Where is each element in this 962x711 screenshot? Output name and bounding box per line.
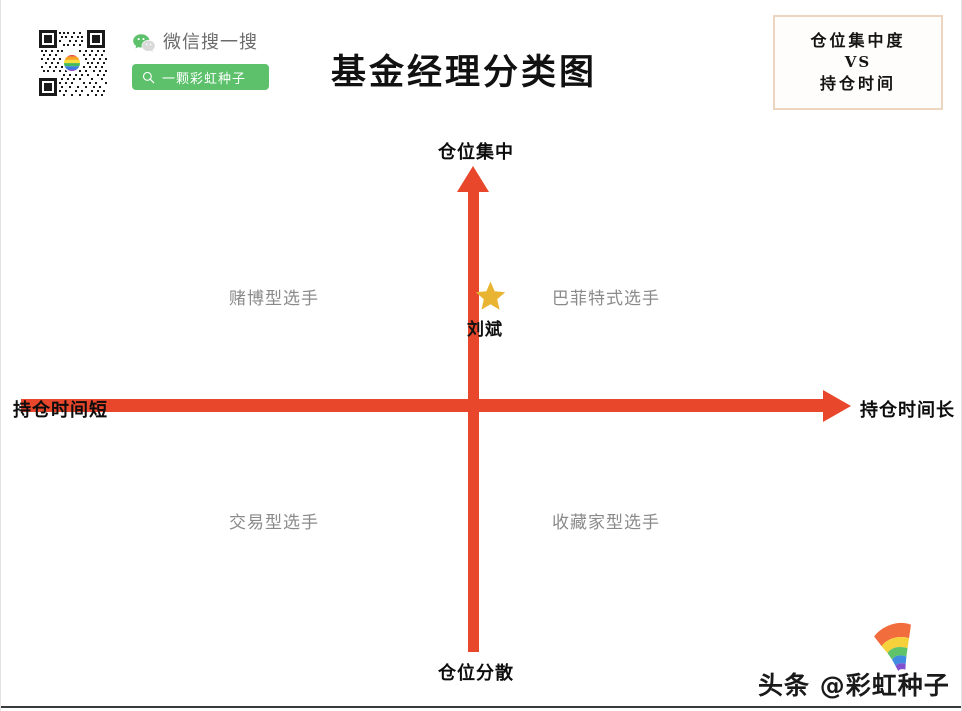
wechat-search-button-label: 一颗彩虹种子 bbox=[162, 71, 247, 87]
y-axis-line bbox=[468, 188, 479, 652]
wechat-search-label: 微信搜一搜 bbox=[163, 32, 258, 53]
wechat-qr-code bbox=[35, 26, 109, 100]
rainbow-sprout-icon bbox=[874, 622, 911, 672]
page-title: 基金经理分类图 bbox=[331, 52, 598, 93]
search-icon bbox=[142, 71, 155, 83]
quadrant-label-bottom-left: 交易型选手 bbox=[229, 513, 319, 533]
x-axis-arrow-icon bbox=[823, 390, 851, 422]
wechat-search-button[interactable]: 一颗彩虹种子 bbox=[132, 64, 269, 90]
x-axis-right-label: 持仓时间长 bbox=[860, 400, 955, 421]
y-axis-top-label: 仓位集中 bbox=[438, 142, 514, 163]
quadrant-label-top-right: 巴菲特式选手 bbox=[552, 289, 660, 309]
data-point-label: 刘斌 bbox=[467, 320, 503, 340]
comparison-callout-box: 仓位集中度 VS 持仓时间 bbox=[773, 15, 943, 110]
bottom-divider bbox=[1, 706, 961, 708]
watermark: 头条 @彩虹种子 bbox=[758, 620, 958, 700]
wechat-icon bbox=[133, 34, 155, 52]
y-axis-bottom-label: 仓位分散 bbox=[438, 663, 514, 684]
callout-line-3: 持仓时间 bbox=[819, 73, 896, 93]
watermark-text: 头条 @彩虹种子 bbox=[758, 671, 950, 700]
quadrant-label-top-left: 赌博型选手 bbox=[229, 289, 319, 309]
callout-line-1: 仓位集中度 bbox=[810, 31, 906, 51]
x-axis-left-label: 持仓时间短 bbox=[13, 400, 108, 421]
quadrant-label-bottom-right: 收藏家型选手 bbox=[552, 513, 660, 533]
qr-code-icon bbox=[35, 26, 109, 100]
data-point-star-icon bbox=[475, 281, 506, 310]
x-axis-line bbox=[21, 399, 827, 412]
callout-line-2: VS bbox=[844, 53, 872, 72]
wechat-search-promo: 微信搜一搜 一颗彩虹种子 bbox=[132, 30, 292, 90]
y-axis-arrow-icon bbox=[457, 166, 489, 192]
wechat-search-heading: 微信搜一搜 bbox=[132, 30, 292, 56]
